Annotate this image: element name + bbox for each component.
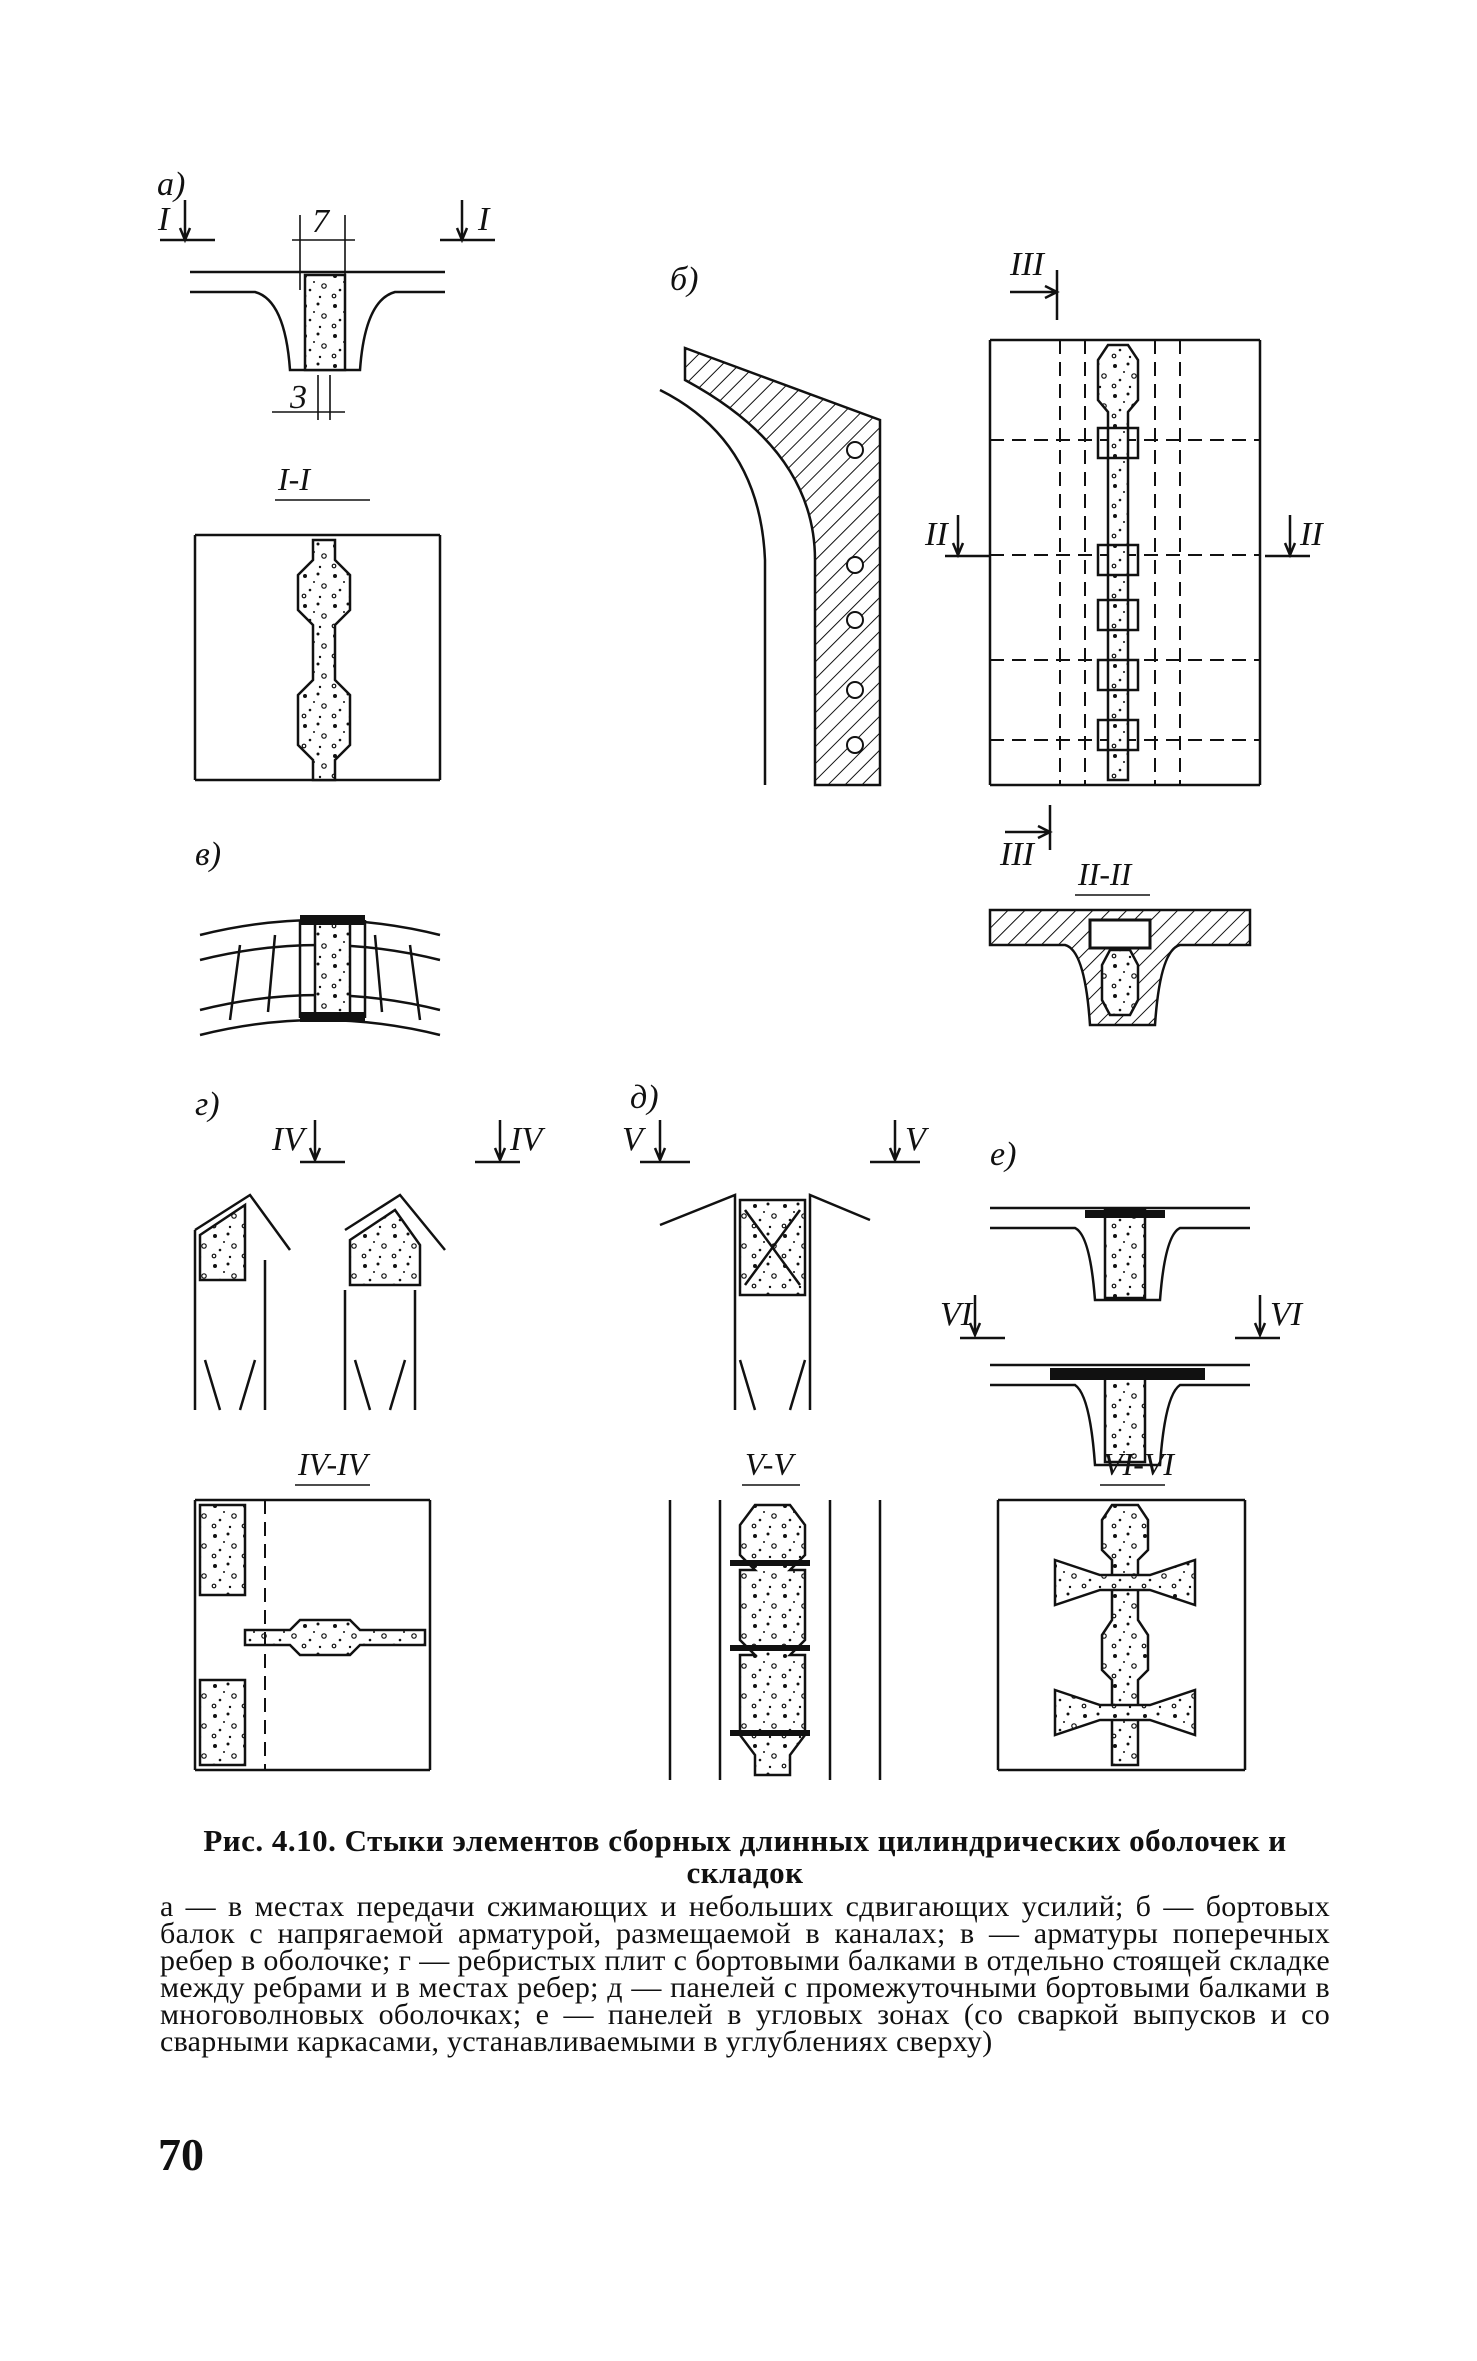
mark-II-left: II <box>924 516 949 553</box>
mark-III-bottom: III <box>999 836 1036 873</box>
panel-v: в) <box>195 836 441 1037</box>
mark-II-right: II <box>1299 516 1324 553</box>
mark-VI-right: VI <box>1270 1296 1304 1333</box>
mark-V-right: V <box>905 1121 930 1158</box>
panel-label-d: д) <box>630 1079 659 1116</box>
dimension-top: 7 <box>312 203 331 240</box>
panel-b: б) <box>659 261 882 787</box>
mark-I-right: I <box>477 201 491 238</box>
section-label-II-II: II-II <box>1077 856 1133 892</box>
section-V-V: V-V <box>668 1446 882 1780</box>
section-I-I: I-I <box>193 461 442 782</box>
panel-label-b: б) <box>670 261 698 298</box>
dimension-bottom: 3 <box>289 379 307 416</box>
page-number: 70 <box>158 2129 204 2180</box>
section-IV-IV: IV-IV <box>193 1446 432 1772</box>
mark-V-left: V <box>622 1121 647 1158</box>
panel-d: д) V V <box>622 1079 930 1411</box>
section-II-II: II-II <box>988 856 1252 1027</box>
plan-view: III II II III <box>924 246 1324 873</box>
section-label-IV-IV: IV-IV <box>297 1446 371 1482</box>
mark-IV-right: IV <box>509 1121 546 1158</box>
figure-caption-body: а — в местах передачи сжимающих и неболь… <box>160 1890 1330 2058</box>
section-label-V-V: V-V <box>745 1446 796 1482</box>
panel-g: г) IV IV <box>193 1086 546 1411</box>
panel-label-e: е) <box>990 1136 1016 1173</box>
mark-IV-left: IV <box>271 1121 308 1158</box>
mark-I-left: I <box>157 201 171 238</box>
mark-III-top: III <box>1009 246 1046 283</box>
section-label-I-I: I-I <box>277 461 311 497</box>
mark-VI-left: VI <box>940 1296 974 1333</box>
panel-e: е) VI VI <box>940 1136 1304 1467</box>
section-label-VI-VI: VI-VI <box>1103 1446 1175 1482</box>
figure-drawings: а) I I 7 3 I-I б) III <box>157 166 1324 1780</box>
panel-label-a: а) <box>157 166 185 203</box>
section-VI-VI: VI-VI <box>996 1446 1247 1772</box>
panel-label-g: г) <box>195 1086 220 1123</box>
panel-a: а) I I 7 3 <box>157 166 495 420</box>
figure-caption-title: Рис. 4.10. Стыки элементов сборных длинн… <box>203 1823 1287 1890</box>
panel-label-v: в) <box>195 836 221 873</box>
